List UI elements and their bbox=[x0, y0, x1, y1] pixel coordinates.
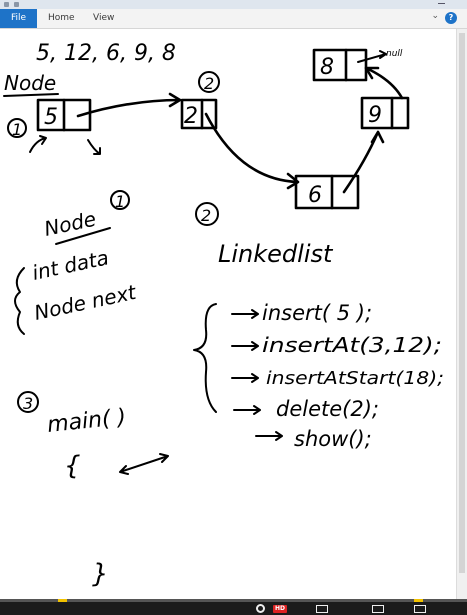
minimize-icon[interactable] bbox=[438, 3, 445, 4]
tab-file[interactable]: File bbox=[0, 9, 37, 28]
arrow-node4-to-node5 bbox=[364, 66, 404, 100]
node-5-value: 8 bbox=[320, 55, 334, 80]
step-1-circle bbox=[7, 118, 27, 138]
hd-badge: HD bbox=[273, 605, 288, 613]
method-arrow-3 bbox=[231, 373, 259, 383]
node-heading: Node bbox=[4, 71, 56, 95]
vertical-scrollbar[interactable] bbox=[456, 29, 467, 599]
main-open-brace: { bbox=[64, 451, 81, 481]
node-field-data: int data bbox=[30, 245, 111, 285]
help-icon[interactable]: ? bbox=[445, 12, 457, 24]
method-insert-at-start: insertAtStart(18); bbox=[266, 368, 444, 389]
linked-list-node-5 bbox=[312, 48, 368, 82]
quick-access-icon[interactable] bbox=[14, 2, 19, 7]
settings-gear-icon[interactable] bbox=[256, 604, 265, 613]
video-player-bar: HD bbox=[0, 599, 467, 615]
linked-list-node-4 bbox=[360, 96, 410, 130]
ribbon-tabs: File Home View ⌄ ? bbox=[0, 9, 467, 29]
method-insert-at: insertAt(3,12); bbox=[262, 333, 442, 357]
double-arrow bbox=[119, 453, 169, 475]
linkedlist-number-circle bbox=[195, 202, 219, 226]
linkedlist-title: Linkedlist bbox=[218, 240, 334, 268]
node-2-value: 2 bbox=[184, 104, 198, 129]
node-3-value: 6 bbox=[308, 183, 322, 208]
node-class-number: 1 bbox=[115, 192, 125, 211]
curved-arrow-right bbox=[87, 139, 101, 155]
chapter-marker[interactable] bbox=[414, 599, 423, 602]
node-heading-underline bbox=[3, 93, 59, 97]
scrollbar-thumb[interactable] bbox=[459, 33, 465, 573]
fullscreen-icon[interactable] bbox=[414, 605, 426, 613]
node-2-tag: 2 bbox=[204, 74, 214, 93]
linked-list-node-3 bbox=[294, 174, 360, 210]
main-number-circle bbox=[17, 391, 39, 413]
node-1-value: 5 bbox=[44, 105, 58, 130]
method-arrow-4 bbox=[233, 405, 261, 415]
method-show: show(); bbox=[294, 427, 372, 451]
chevron-down-icon[interactable]: ⌄ bbox=[431, 11, 439, 21]
linkedlist-number: 2 bbox=[201, 206, 211, 225]
main-close-brace: } bbox=[92, 559, 109, 589]
arrow-to-null bbox=[357, 50, 387, 63]
method-delete: delete(2); bbox=[276, 397, 379, 421]
method-insert: insert( 5 ); bbox=[262, 301, 372, 325]
node-class-number-circle bbox=[110, 190, 130, 210]
method-arrows bbox=[231, 309, 283, 441]
theater-mode-icon[interactable] bbox=[372, 605, 384, 613]
step-1-number: 1 bbox=[12, 120, 22, 139]
whiteboard-drawing: 5, 12, 6, 9, 8 Node 1 5 2 2 6 9 bbox=[3, 41, 444, 589]
arrow-node2-to-node3 bbox=[204, 112, 300, 190]
null-label: null bbox=[386, 49, 403, 59]
node-class-underline bbox=[55, 227, 111, 245]
whiteboard-canvas: 5, 12, 6, 9, 8 Node 1 5 2 2 6 9 bbox=[0, 29, 456, 599]
node-2-tag-circle bbox=[198, 71, 220, 93]
tab-view[interactable]: View bbox=[93, 13, 115, 23]
sequence-text: 5, 12, 6, 9, 8 bbox=[36, 41, 176, 66]
tab-home[interactable]: Home bbox=[48, 13, 75, 23]
method-arrow-5 bbox=[255, 431, 283, 441]
curved-arrow-left bbox=[29, 135, 47, 153]
node-class-brace bbox=[14, 267, 25, 335]
methods-brace bbox=[193, 303, 217, 413]
chapter-marker[interactable] bbox=[58, 599, 67, 602]
method-arrow-1 bbox=[231, 309, 259, 319]
arrow-node1-to-node2 bbox=[76, 92, 182, 118]
video-progress-bar[interactable] bbox=[0, 599, 467, 602]
node-4-value: 9 bbox=[368, 103, 382, 128]
node-class-title: Node bbox=[42, 207, 98, 241]
node-field-next: Node next bbox=[32, 280, 139, 325]
main-number: 3 bbox=[23, 394, 33, 413]
main-label: main( ) bbox=[46, 405, 127, 438]
linked-list-node-2 bbox=[180, 98, 218, 130]
app-icon bbox=[4, 2, 9, 7]
method-arrow-2 bbox=[231, 341, 259, 351]
miniplayer-icon[interactable] bbox=[316, 605, 328, 613]
arrow-node3-to-node4 bbox=[342, 130, 385, 194]
